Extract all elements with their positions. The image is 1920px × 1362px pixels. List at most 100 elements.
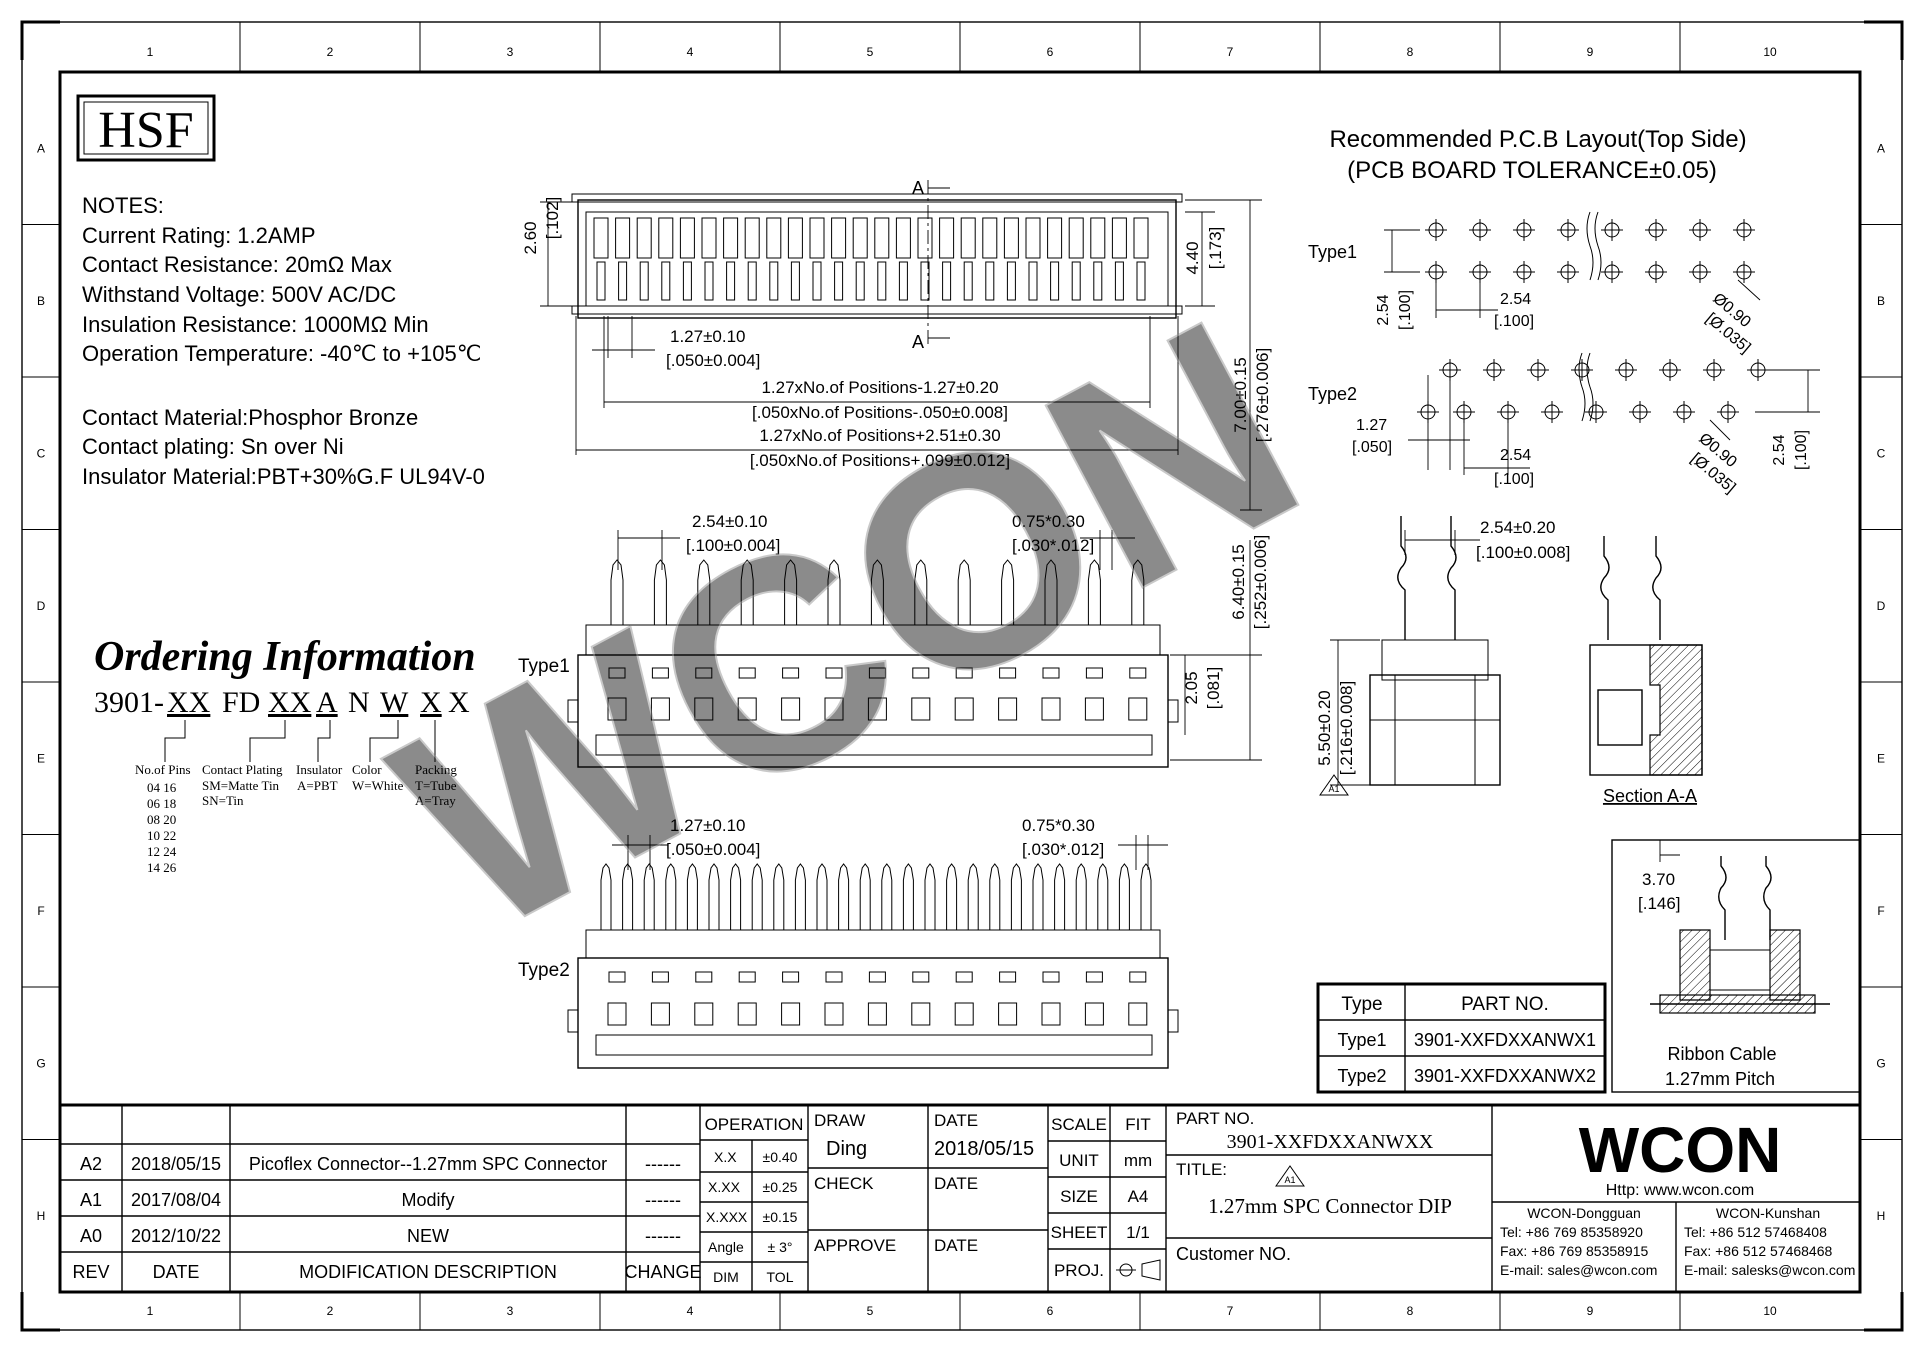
contact-upper: [593, 217, 609, 259]
slot: [1041, 1002, 1061, 1026]
window: [955, 667, 973, 679]
pin: [816, 863, 828, 930]
tol-key: X.XXX: [706, 1209, 748, 1225]
tol-value: ±0.25: [763, 1179, 798, 1195]
column-marker: 1: [147, 1304, 154, 1318]
type1-front-view: Type1 2.54±0.10 [.100±0.004] 0.75*0.30 […: [518, 512, 1270, 768]
contact-lower: [898, 261, 908, 301]
pin: [610, 559, 624, 625]
rev-date: 2012/10/22: [131, 1226, 221, 1246]
dim-text: [.102]: [543, 197, 562, 240]
slot: [650, 697, 670, 721]
contact-lower: [985, 261, 995, 301]
table-cell: Type1: [1337, 1030, 1386, 1050]
pin: [838, 863, 850, 930]
table-header: PART NO.: [1461, 994, 1549, 1015]
row-marker: F: [1877, 904, 1884, 918]
code-part: N: [348, 686, 370, 719]
contact-upper: [766, 217, 782, 259]
slot: [954, 697, 974, 721]
contact-lower: [1071, 261, 1081, 301]
pin: [773, 863, 785, 930]
pin: [653, 559, 667, 625]
contact-lower: [769, 261, 779, 301]
notes-heading: NOTES:: [82, 193, 164, 218]
contact-lower: [942, 261, 952, 301]
dim-text: 1.27xNo.of Positions-1.27±0.20: [761, 378, 998, 397]
company-logo: WCON: [1579, 1114, 1782, 1186]
contact-lower: [877, 261, 887, 301]
hsf-logo: HSF: [76, 94, 216, 162]
pin: [1131, 559, 1145, 625]
window: [825, 667, 843, 679]
cable-caption: Ribbon Cable: [1667, 1044, 1776, 1064]
dim-text: [.100]: [1494, 313, 1534, 330]
unit-label: UNIT: [1059, 1151, 1099, 1170]
window: [1085, 971, 1103, 983]
label-pins: No.of Pins: [135, 762, 191, 777]
part-number-table: Type PART NO. Type1 3901-XXFDXXANWX1 Typ…: [1316, 982, 1607, 1094]
rev-code: A2: [80, 1154, 102, 1174]
dim-text: 1.27xNo.of Positions+2.51±0.30: [759, 426, 1000, 445]
code-part: XX: [268, 686, 312, 719]
date-label: DATE: [934, 1236, 978, 1255]
pin-option: 14 26: [147, 860, 177, 875]
column-marker: 9: [1587, 1304, 1594, 1318]
table-header: Type: [1341, 994, 1382, 1015]
row-marker: D: [1877, 599, 1886, 613]
row-marker: C: [1877, 446, 1886, 460]
packing-option: A=Tray: [415, 793, 456, 808]
slot: [1128, 697, 1148, 721]
pin: [708, 863, 720, 930]
contact-upper: [1003, 217, 1019, 259]
column-marker: 3: [507, 1304, 514, 1318]
contact-lower: [1050, 261, 1060, 301]
slot: [781, 1002, 801, 1026]
window: [999, 667, 1017, 679]
slot: [650, 1002, 670, 1026]
type2-front-view: Type2 1.27±0.10 [.050±0.004] 0.75*0.30 […: [518, 816, 1179, 1069]
pin: [859, 863, 871, 930]
pin: [665, 863, 677, 930]
section-mark: A: [912, 178, 924, 198]
office-email: E-mail: sales@wcon.com: [1500, 1262, 1657, 1278]
window: [738, 667, 756, 679]
title-block: A2 2018/05/15 Picoflex Connector--1.27mm…: [60, 1103, 1860, 1292]
pin: [1118, 863, 1130, 930]
ordering-title: Ordering Information: [94, 634, 476, 680]
ribbon-cable-view: 3.70 [.146] Ribbon Cable 1.27mm Pitch: [1611, 839, 1861, 1093]
rev-change: ------: [645, 1226, 681, 1246]
rev-date: 2018/05/15: [131, 1154, 221, 1174]
pin: [902, 863, 914, 930]
column-marker: 6: [1047, 1304, 1054, 1318]
tol-header: TOL: [767, 1269, 794, 1285]
slot: [781, 697, 801, 721]
material-line: Insulator Material:PBT+30%G.F UL94V-0: [82, 464, 485, 489]
slot: [694, 1002, 714, 1026]
pin: [924, 863, 936, 930]
pin: [1087, 559, 1101, 625]
slot: [867, 1002, 887, 1026]
note-line: Withstand Voltage: 500V AC/DC: [82, 282, 396, 307]
slot: [737, 697, 757, 721]
label-insulator: Insulator: [296, 762, 343, 777]
table-cell: 3901-XXFDXXANWX2: [1414, 1066, 1596, 1086]
dim-text: [.100±0.004]: [686, 536, 780, 555]
pin: [881, 863, 893, 930]
contact-upper: [1068, 217, 1084, 259]
view-label: Type1: [518, 656, 570, 677]
dim-text: [.276±0.006]: [1253, 348, 1272, 442]
slot: [998, 697, 1018, 721]
office-name: WCON-Kunshan: [1716, 1205, 1820, 1221]
note-line: Contact Resistance: 20mΩ Max: [82, 252, 392, 277]
contact-lower: [834, 261, 844, 301]
view-label: Type2: [518, 960, 570, 981]
column-marker: 4: [687, 45, 694, 59]
office-fax: Fax: +86 512 57468468: [1684, 1243, 1833, 1259]
dim-text: [.100]: [1793, 430, 1810, 470]
pin: [1075, 863, 1087, 930]
pcb-layout: Recommended P.C.B Layout(Top Side) (PCB …: [1308, 126, 1820, 497]
rev-header: DATE: [153, 1262, 200, 1282]
rev-change: ------: [645, 1190, 681, 1210]
dim-text: 1.27±0.10: [670, 816, 746, 835]
